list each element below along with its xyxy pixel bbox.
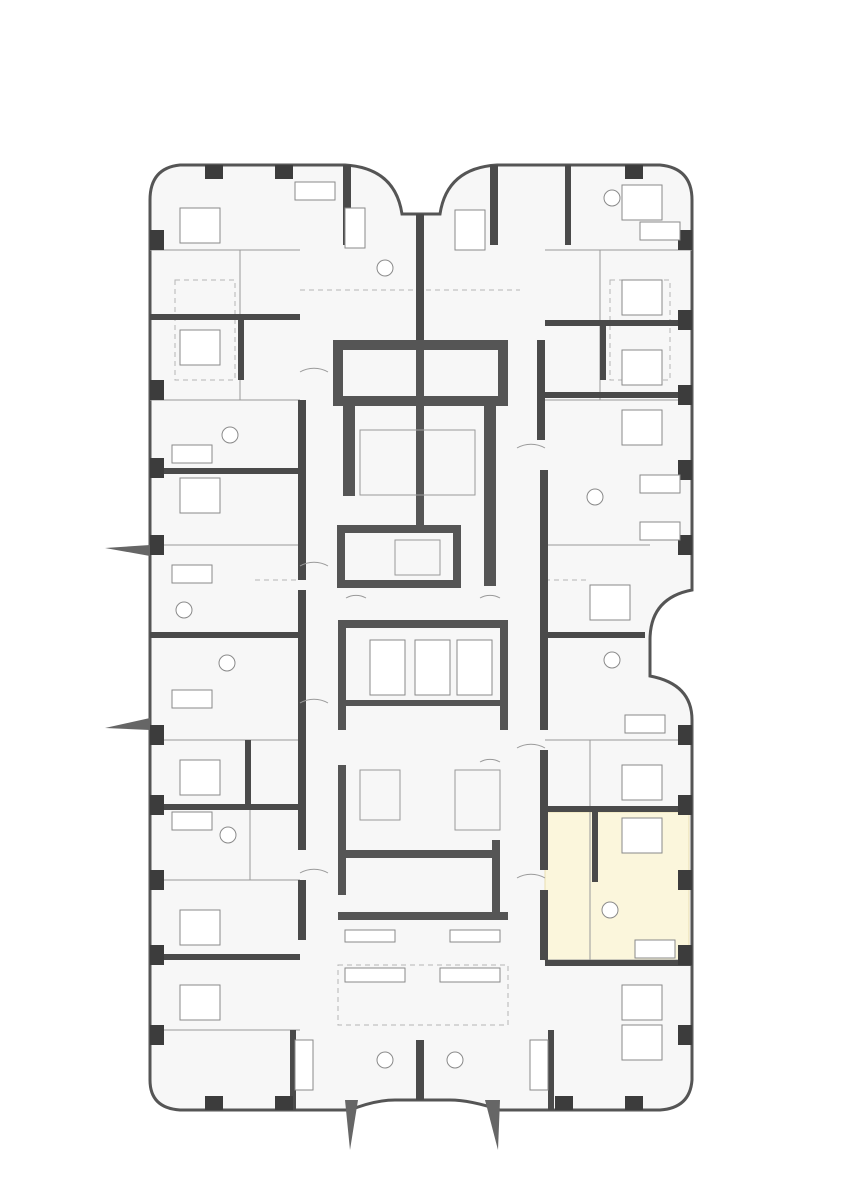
facade-columns [150,165,692,1110]
unit-walls [150,165,692,1110]
highlighted-apartment[interactable] [544,811,690,961]
door-swings [299,367,546,879]
facade-fins [105,545,500,1150]
furniture [171,181,681,1091]
corridor-walls [298,214,548,1100]
central-core [333,340,508,920]
